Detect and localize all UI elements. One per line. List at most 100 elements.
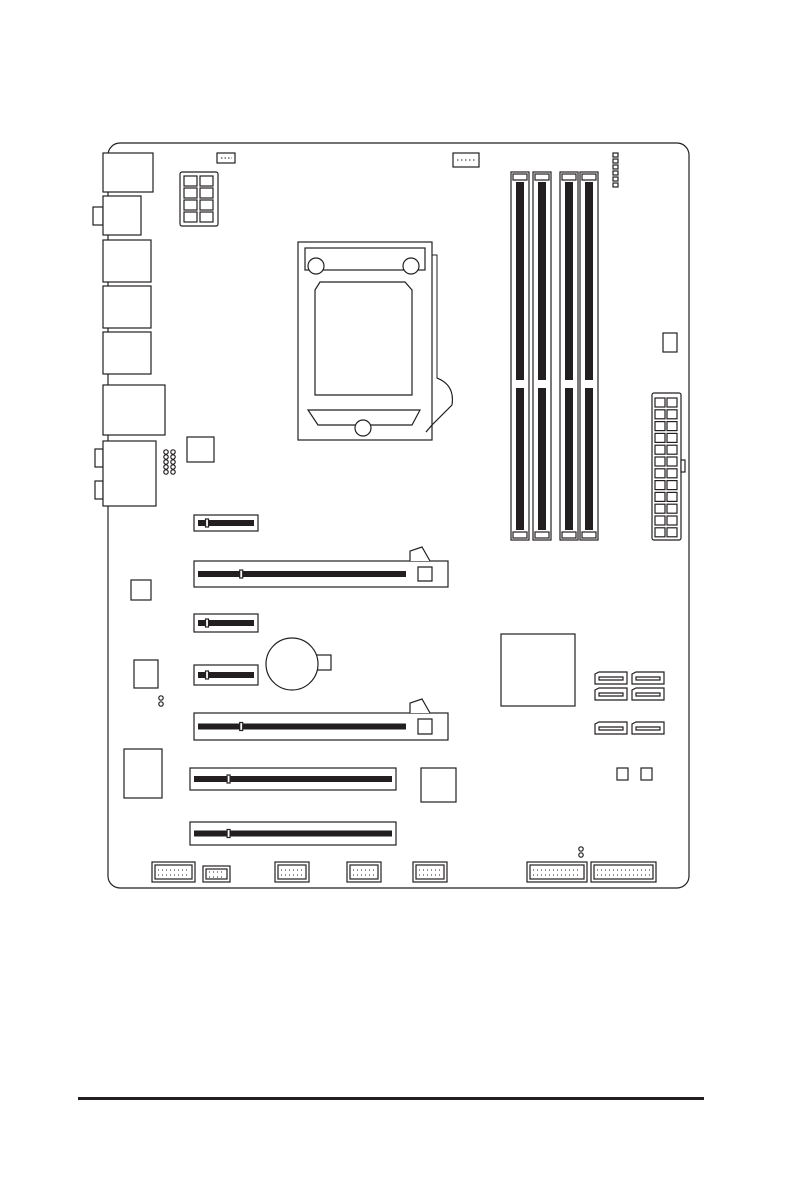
pin (171, 455, 175, 459)
pin (667, 469, 677, 478)
pin (184, 200, 197, 210)
pci-slot-1 (190, 768, 396, 790)
led (613, 177, 618, 181)
pin (667, 481, 677, 490)
screw-icon (308, 258, 324, 274)
pin (655, 528, 665, 537)
chip (124, 749, 162, 798)
cpu-fan-header (453, 153, 479, 167)
pin (184, 212, 197, 222)
slot-key (206, 671, 209, 679)
video-port (103, 286, 151, 328)
slot-key (206, 519, 209, 527)
pin (171, 460, 175, 464)
slot-key (227, 775, 230, 783)
port-tab (95, 449, 103, 467)
pin (655, 433, 665, 442)
led (613, 153, 618, 157)
usb-header (413, 862, 447, 882)
dimm-slot (560, 172, 578, 540)
atx-12v-8pin-connector (180, 172, 218, 226)
pin (655, 504, 665, 513)
pin (171, 450, 175, 454)
sata-port (632, 672, 664, 684)
socket-cavity (315, 282, 412, 395)
pcie-x1-slot-1 (194, 515, 258, 531)
cpu-socket (298, 242, 452, 440)
sata-port (595, 722, 627, 734)
fan-header (203, 866, 230, 882)
port-tab (93, 207, 103, 225)
slot-contacts (198, 724, 406, 730)
pcie-x1-slot-3 (194, 665, 258, 685)
led (613, 165, 618, 169)
audio-jacks (103, 441, 156, 506)
pin (667, 504, 677, 513)
pin (667, 422, 677, 431)
pin (655, 516, 665, 525)
dimm-contacts (565, 388, 573, 530)
chip (617, 768, 628, 780)
chip (641, 768, 652, 780)
usb-header (347, 862, 381, 882)
pin (164, 450, 168, 454)
dimm-contacts (585, 388, 593, 530)
pin (200, 212, 213, 222)
screw-icon (403, 258, 419, 274)
usb-header (275, 862, 309, 882)
dimm-contacts (538, 182, 546, 380)
dimm-slot (580, 172, 598, 540)
pin (667, 457, 677, 466)
fan-header-sys-top (217, 153, 235, 163)
serial-header (527, 862, 587, 882)
atx-24pin-connector (652, 393, 685, 540)
dimm-contacts (585, 182, 593, 380)
pin (655, 469, 665, 478)
pin (164, 455, 168, 459)
pin (667, 398, 677, 407)
led (613, 171, 618, 175)
pin (200, 176, 213, 186)
slot-key (240, 570, 243, 578)
pci-slot-2 (190, 822, 396, 845)
sata-port (595, 672, 627, 684)
pin (655, 398, 665, 407)
slot-key (240, 723, 243, 731)
pin (667, 516, 677, 525)
slot-key (227, 830, 230, 838)
led (613, 159, 618, 163)
pin (184, 188, 197, 198)
io-chip (187, 437, 214, 462)
optical-port (103, 196, 141, 235)
pin (655, 422, 665, 431)
footer-rule (78, 1097, 704, 1100)
sata-port (595, 688, 627, 700)
dimm-contacts (538, 388, 546, 530)
sata-port (632, 722, 664, 734)
chipset (501, 634, 575, 706)
chip (421, 768, 456, 802)
pin (164, 460, 168, 464)
pin (200, 188, 213, 198)
dimm-contacts (516, 388, 524, 530)
pin (667, 492, 677, 501)
pin (667, 410, 677, 419)
pin (171, 465, 175, 469)
pin (200, 200, 213, 210)
port-tab (95, 481, 103, 499)
pin (667, 433, 677, 442)
led (613, 183, 618, 187)
lan-usb-port (103, 385, 165, 435)
pin (164, 470, 168, 474)
front-panel-header (152, 862, 195, 882)
pin (655, 457, 665, 466)
pin (164, 465, 168, 469)
sata-port (632, 688, 664, 700)
pin (655, 481, 665, 490)
pin (667, 528, 677, 537)
tpm-header (591, 862, 656, 882)
sys-fan-header-right (663, 333, 677, 352)
pin (171, 470, 175, 474)
pin (184, 176, 197, 186)
